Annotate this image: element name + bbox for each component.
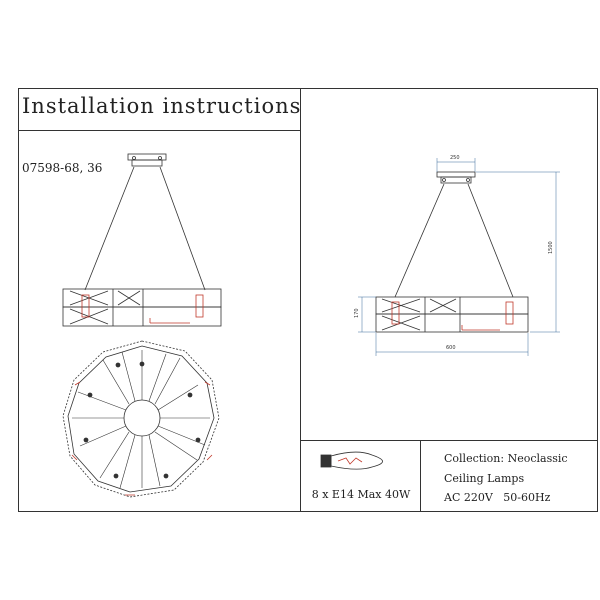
dim-total-height: 1500 <box>548 241 554 254</box>
frequency-value: 50-60Hz <box>503 491 551 504</box>
right-dimensioned-view <box>375 171 529 333</box>
voltage-text: AC 220V 50-60Hz <box>444 491 550 504</box>
model-number: 07598-68, 36 <box>22 161 103 175</box>
bulb-spec: 8 x E14 Max 40W <box>311 488 411 501</box>
collection-text: Collection: Neoclassic <box>444 452 568 465</box>
dim-top-width: 250 <box>450 155 460 161</box>
bulb-divider <box>420 440 421 512</box>
spec-divider <box>300 440 598 441</box>
dim-body-width: 600 <box>446 345 456 351</box>
page-title: Installation instructions <box>22 94 302 118</box>
category-text: Ceiling Lamps <box>444 472 525 485</box>
instruction-sheet-frame <box>18 88 598 512</box>
dimension-lines <box>358 158 560 356</box>
vertical-divider <box>300 88 301 512</box>
title-divider <box>18 130 301 131</box>
left-top-view <box>62 340 220 498</box>
left-side-view <box>62 153 222 327</box>
dim-body-height: 170 <box>354 308 360 318</box>
voltage-value: AC 220V <box>444 491 493 504</box>
bulb-icon <box>320 451 383 470</box>
